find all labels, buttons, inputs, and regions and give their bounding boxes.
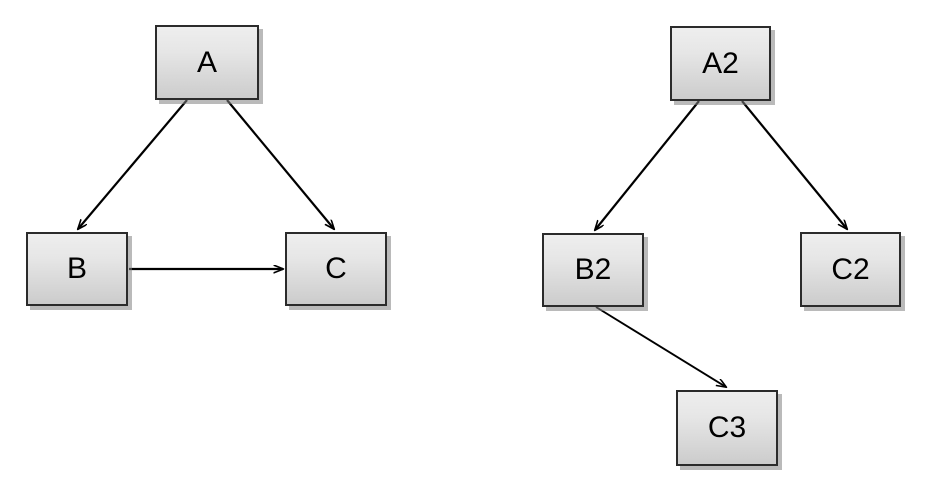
node-C2-label: C2	[831, 252, 870, 286]
node-C-label: C	[325, 252, 347, 285]
edge-A-C	[226, 99, 334, 229]
node-B[interactable]: B	[26, 232, 128, 306]
edge-A-B	[78, 99, 188, 229]
node-B2-label: B2	[574, 253, 612, 286]
edge-B2-C3	[595, 306, 726, 387]
edge-A2-B2	[595, 100, 700, 230]
node-C3-label: C3	[707, 411, 747, 444]
node-A[interactable]: A	[155, 25, 259, 100]
node-B2[interactable]: B2	[542, 233, 644, 307]
node-B-label: B	[66, 252, 87, 285]
node-A-label: A	[196, 45, 217, 79]
node-C[interactable]: C	[285, 232, 387, 306]
node-C2[interactable]: C2	[800, 232, 901, 307]
node-A2[interactable]: A2	[670, 26, 771, 101]
edge-A2-C2	[741, 100, 847, 229]
node-A2-label: A2	[702, 46, 739, 80]
node-C3[interactable]: C3	[676, 390, 778, 466]
